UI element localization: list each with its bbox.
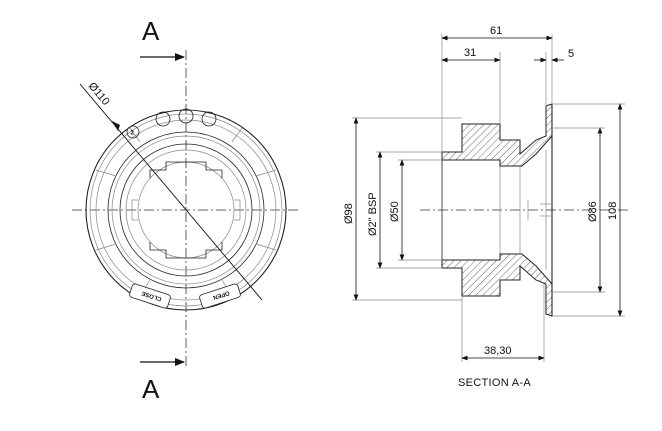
segment-line [231, 127, 243, 143]
body-circle [107, 131, 265, 289]
thread-circle [119, 143, 253, 277]
outer-flange-circle [85, 109, 287, 311]
section-view: 61 31 5 38,30 Ø98 Ø2" BSP Ø50 Ø86 108 SE… [343, 25, 630, 389]
flange-ring [95, 119, 277, 301]
section-wall-top [441, 103, 553, 167]
dim-38-30: 38,30 [484, 345, 512, 357]
hole-right [201, 111, 217, 127]
dim-86: Ø86 [587, 201, 599, 222]
dim-61: 61 [490, 25, 502, 37]
dim-31: 31 [464, 47, 476, 59]
open-label: OPEN [212, 289, 230, 300]
segment-line [255, 243, 277, 251]
section-wall-bottom [441, 253, 553, 317]
section-caption: SECTION A-A [458, 377, 531, 389]
dim-5: 5 [568, 48, 574, 60]
outer-flange-inner-edge [89, 113, 283, 307]
diameter-leader-arrow [112, 121, 120, 131]
dim-2-bsp: Ø2" BSP [367, 192, 379, 236]
segment-line [95, 169, 117, 177]
dim-98: Ø98 [343, 203, 355, 224]
section-label-top: A [142, 16, 160, 46]
segment-line [255, 169, 277, 177]
segment-line [95, 243, 117, 251]
segment-line [129, 127, 141, 143]
front-diameter-label: Ø110 [86, 80, 112, 108]
rotation-marker-label: 2 [131, 131, 135, 137]
hole-left [155, 111, 171, 127]
rotation-marker-circle [126, 125, 140, 139]
hole-center [178, 108, 194, 124]
bore-circle [125, 149, 247, 271]
side-notches [131, 199, 241, 221]
dim-50: Ø50 [389, 201, 401, 222]
open-tab: OPEN [199, 283, 241, 309]
body-inner-edge [111, 135, 261, 285]
dim-108: 108 [607, 202, 619, 220]
front-view: A A 2 Ø110 [72, 16, 300, 404]
section-label-bottom: A [142, 374, 160, 404]
diameter-leader [79, 83, 263, 301]
close-tab: CLOSE [129, 283, 171, 309]
